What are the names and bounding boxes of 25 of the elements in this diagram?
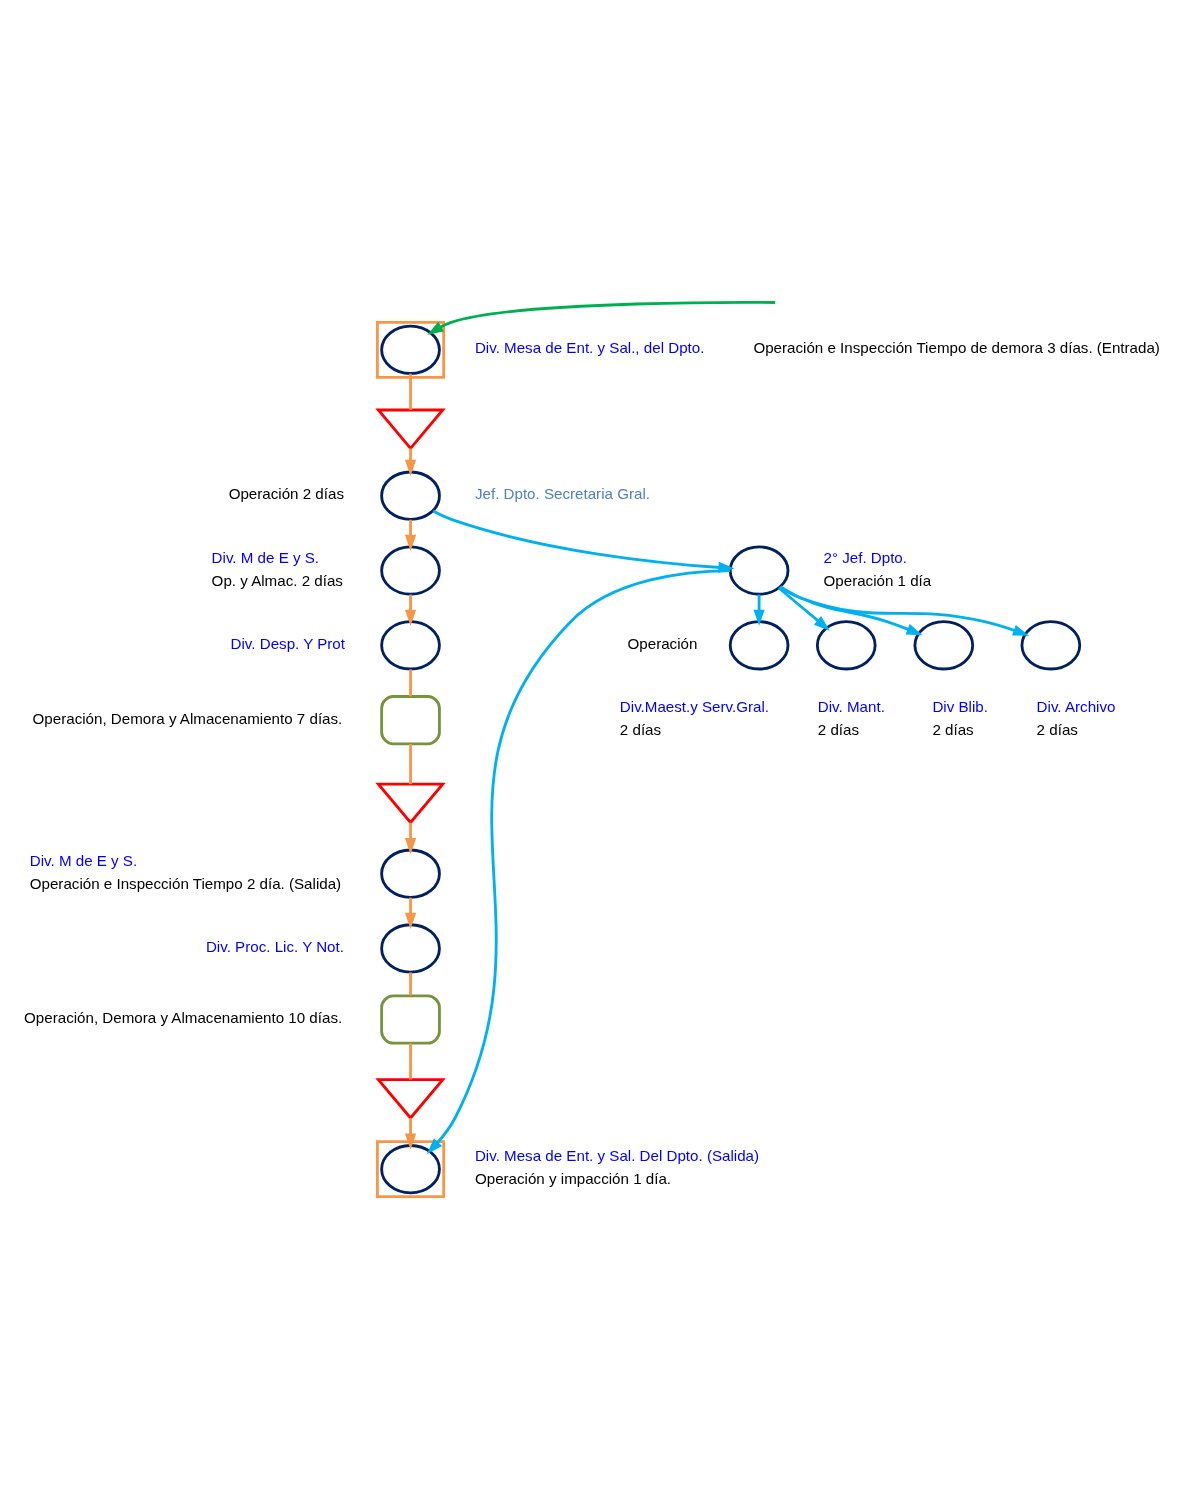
node-label: Operación y impacción 1 día.: [474, 1170, 672, 1188]
node-label: Div. M de E y S.: [29, 851, 138, 869]
node-label: Operación e Inspección Tiempo de demora 3 días. (Entrada): [753, 339, 1160, 357]
node-label: 2° Jef. Dpto.: [823, 548, 907, 566]
node-label: Operación e Inspección Tiempo 2 día. (Salida): [29, 874, 342, 892]
node-label: Div. Proc. Lic. Y Not.: [205, 938, 344, 956]
node-label: Div. Desp. Y Prot: [230, 634, 346, 652]
node-label: Div Blib.: [932, 698, 988, 716]
node-label: Operación 2 días: [228, 485, 344, 503]
node-label: Div. Mesa de Ent. y Sal., del Dpto.: [474, 339, 705, 357]
node-label: Div. Mant.: [817, 698, 885, 716]
node-label: Div. Mesa de Ent. y Sal. Del Dpto. (Salida): [474, 1147, 760, 1165]
node-label: Div.Maest.y Serv.Gral.: [619, 698, 770, 716]
node-label: 2 días: [817, 721, 860, 739]
node-label: Div. M de E y S.: [211, 548, 320, 566]
node-label: Div. Archivo: [1036, 698, 1116, 716]
node-label: Operación 1 día: [823, 571, 932, 589]
node-label: Operación, Demora y Almacenamiento 10 días.: [24, 1009, 343, 1027]
node-label: 2 días: [932, 721, 974, 739]
node-label: Jef. Dpto. Secretaria Gral.: [474, 485, 650, 503]
node-label: 2 días: [619, 721, 662, 739]
node-label: Op. y Almac. 2 días: [211, 571, 343, 589]
node-label: Operación, Demora y Almacenamiento 7 días.: [32, 709, 343, 727]
label: Operación: [627, 634, 698, 652]
node-label: 2 días: [1036, 721, 1078, 739]
